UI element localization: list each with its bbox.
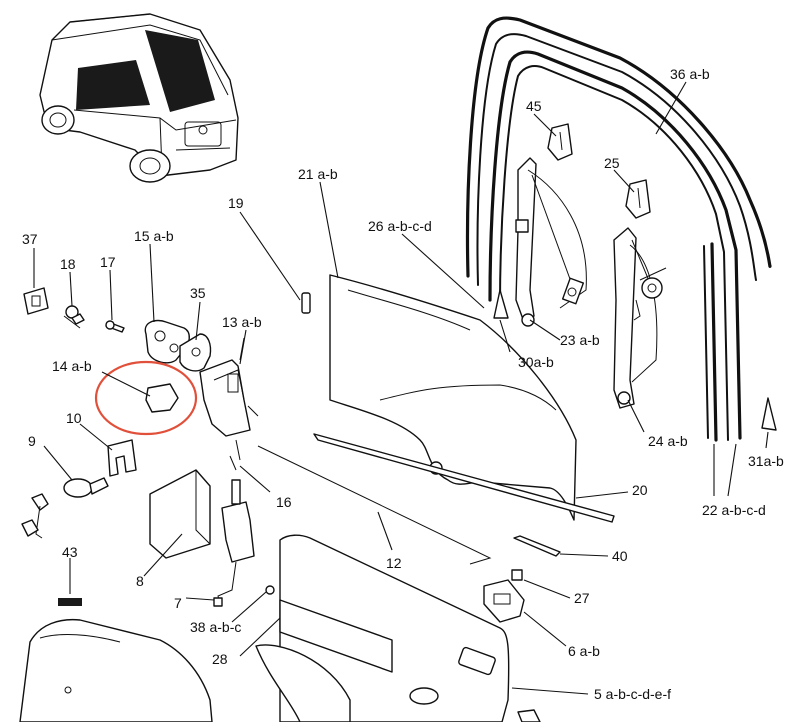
callout-25: 25 [604,155,620,171]
callout-9: 9 [28,433,36,449]
callout-10: 10 [66,410,82,426]
clip-19 [301,292,311,314]
door-lock-13 [199,337,259,437]
callout-13: 13 a-b [222,314,262,330]
door-trim-panel [255,534,541,722]
door-glass [329,274,577,521]
callout-31: 31a-b [748,453,784,469]
callout-20: 20 [632,482,648,498]
front-window-regulator [515,157,587,327]
callout-27: 27 [574,590,590,606]
plate-35 [179,333,212,372]
callout-18: 18 [60,256,76,272]
callout-45: 45 [526,98,542,114]
rod-16 [229,439,241,471]
bolt-18 [63,305,85,329]
rod-12 [257,445,492,565]
strip-40 [513,535,561,557]
callout-19: 19 [228,195,244,211]
highlight-circle [94,360,198,436]
callout-labels: 36 a-b 45 25 21 a-b 19 26 a-b-c-d 37 15 … [22,66,784,702]
rear-window-regulator [613,227,667,409]
callout-36: 36 a-b [670,66,710,82]
clip-27 [511,569,523,581]
trim-43 [58,598,82,606]
bracket-8 [149,469,211,559]
callout-26: 26 a-b-c-d [368,218,432,234]
callout-35: 35 [190,285,206,301]
callout-38: 38 a-b-c [190,619,241,635]
guide-30 [493,289,509,319]
window-run-channel-seals [465,16,772,442]
callout-6: 6 a-b [568,643,600,659]
fastener-38 [265,585,275,595]
callout-14: 14 a-b [52,358,92,374]
glass-lower-strip [313,433,615,523]
lock-cylinder-9 [21,477,109,539]
clip-25 [625,179,651,219]
screw-17 [105,320,125,333]
door-shell [19,618,213,722]
callout-43: 43 [62,544,78,560]
callout-8: 8 [136,573,144,589]
callout-7: 7 [174,595,182,611]
leader-lines [33,81,769,695]
actuator-7 [213,479,255,607]
callout-37: 37 [22,231,38,247]
handle-6 [483,579,525,623]
bracket-10 [107,439,137,477]
callout-17: 17 [100,254,116,270]
guide-31 [761,397,777,431]
callout-21: 21 a-b [298,166,338,182]
car-thumbnail [39,13,239,183]
callout-23: 23 a-b [560,332,600,348]
callout-30: 30a-b [518,354,554,370]
callout-12: 12 [386,555,402,571]
callout-24: 24 a-b [648,433,688,449]
callout-28: 28 [212,651,228,667]
callout-16: 16 [276,494,292,510]
cover-14 [145,383,179,413]
callout-15: 15 a-b [134,228,174,244]
clip-45 [547,123,573,161]
callout-22: 22 a-b-c-d [702,502,766,518]
callout-5: 5 a-b-c-d-e-f [594,686,671,702]
callout-40: 40 [612,548,628,564]
part-37 [23,287,49,315]
